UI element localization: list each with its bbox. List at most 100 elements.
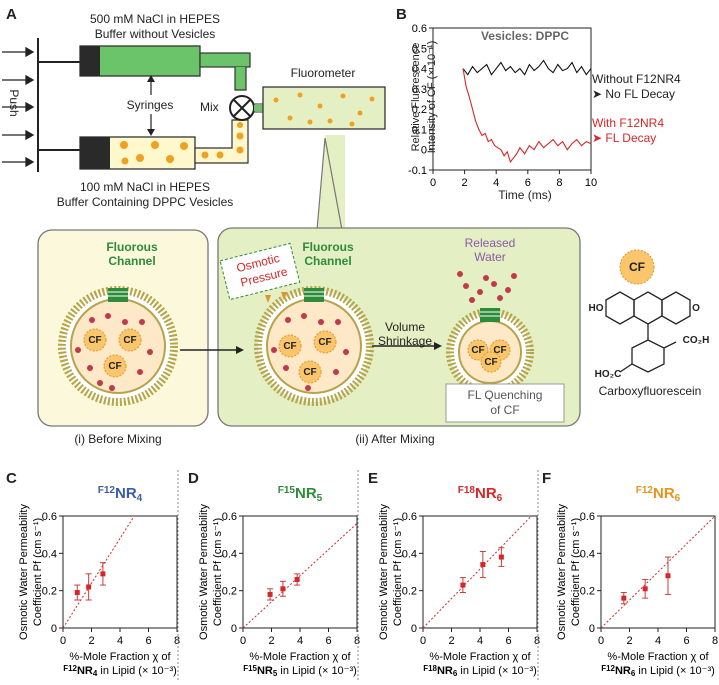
fl-quench-1: FL Quenching (467, 388, 543, 402)
x-axis-label: %-Mole Fraction χ of (607, 651, 709, 663)
push-label: Push (7, 89, 21, 117)
y-tick-label: 0.1 (412, 124, 427, 136)
fit-line (242, 523, 358, 629)
bottom-syringe (79, 119, 249, 170)
vesicle-before (58, 286, 178, 406)
x-axis-label: F12NR4 in Lipid (× 10⁻³) (63, 664, 177, 678)
data-point (498, 554, 504, 560)
before-mixing-label: (i) Before Mixing (74, 432, 162, 446)
y-tick-label: 0.4 (222, 548, 237, 560)
y-tick-label: 0.2 (580, 586, 595, 598)
panel-c-label: C (6, 470, 17, 487)
data-point (621, 595, 627, 601)
o-label: O (692, 303, 700, 314)
y-tick-label: 0.6 (42, 511, 57, 523)
vesicle-after (254, 286, 374, 406)
chart-b-ylabel-1: Relative Fluorescence (410, 42, 422, 152)
x-tick-label: 0 (430, 177, 436, 189)
plot-frame (432, 27, 592, 171)
bottom-syringe-label-2: Buffer Containing DPPC Vesicles (56, 195, 234, 209)
fit-line (62, 515, 135, 629)
fluorous-channel-1b: Channel (108, 254, 156, 268)
y-tick-label: 0.2 (402, 586, 417, 598)
legend-with-1: With F12NR4 (592, 116, 665, 130)
vesicle-shrunk (446, 308, 534, 396)
y-tick-label: 0.6 (402, 511, 417, 523)
x-tick-label: 2 (448, 635, 454, 647)
x-tick-label: 8 (534, 635, 540, 647)
x-tick-label: 4 (297, 635, 303, 647)
y-tick-label: 0.4 (402, 548, 417, 560)
x-tick-label: 2 (626, 635, 632, 647)
y-axis-label: Coefficient Pf (cm s⁻¹) (392, 518, 404, 626)
y-axis-label: Coefficient Pf (cm s⁻¹) (212, 518, 224, 626)
mix-label: Mix (200, 100, 219, 114)
y-axis-label: Osmotic Water Permeability (378, 504, 390, 640)
y-tick-label: 0 (231, 623, 237, 635)
panel-f-label: F (542, 470, 552, 487)
y-tick-label: 0.3 (412, 84, 427, 96)
data-point (460, 582, 466, 588)
x-tick-label: 8 (174, 635, 180, 647)
co2h-label: CO₂H (682, 335, 710, 346)
y-tick-label: 0.6 (222, 511, 237, 523)
fluorous-channel-2b: Channel (304, 254, 352, 268)
x-tick-label: 8 (556, 177, 562, 189)
y-tick-label: 0.4 (412, 64, 427, 76)
chart-title: F12NR4 (98, 485, 143, 504)
fluorometer-cell (262, 86, 386, 130)
chart-title: F18NR6 (458, 485, 503, 504)
syringes-label: Syringes (110, 98, 190, 112)
top-syringe-label-2: Buffer without Vesicles (94, 27, 216, 41)
x-tick-label: 8 (354, 635, 360, 647)
x-tick-label: 4 (493, 177, 499, 189)
data-point (86, 584, 92, 590)
x-tick-label: 6 (505, 635, 511, 647)
legend-without-1: Without F12NR4 (592, 72, 681, 86)
y-tick-label: 0.6 (412, 23, 427, 35)
released-1: Released (464, 236, 516, 250)
x-tick-label: 2 (462, 177, 468, 189)
x-tick-label: 2 (88, 635, 94, 647)
cf-1c: CF (108, 361, 122, 372)
fit-line (422, 515, 532, 629)
fluorous-channel-2a: Fluorous (302, 240, 354, 254)
y-tick-label: 0.4 (580, 548, 595, 560)
volume-2: Shrinkage (377, 334, 433, 348)
x-tick-label: 6 (525, 177, 531, 189)
top-syringe-label-1: 500 mM NaCl in HEPES (89, 12, 221, 26)
data-point (280, 586, 286, 592)
plot-frame (600, 515, 716, 629)
x-tick-label: 6 (145, 635, 151, 647)
chart-title: F15NR5 (278, 485, 323, 504)
released-water (457, 271, 517, 303)
cf-2a: CF (283, 341, 297, 352)
x-axis-label: F12NR6 in Lipid (× 10⁻³) (601, 664, 715, 678)
chart-b-xlabel: Time (ms) (498, 188, 552, 202)
y-tick-label: 0 (411, 623, 417, 635)
data-point (74, 590, 80, 596)
y-axis-label: Coefficient Pf (cm s⁻¹) (32, 518, 44, 626)
push-arrows (2, 46, 35, 168)
x-axis-label: %-Mole Fraction χ of (69, 651, 171, 663)
data-point (665, 573, 671, 579)
x-tick-label: 4 (117, 635, 123, 647)
x-tick-label: 2 (268, 635, 274, 647)
y-tick-label: -0.1 (408, 165, 427, 177)
y-tick-label: 0.6 (580, 511, 595, 523)
plot-frame (242, 515, 358, 629)
fl-quench-2: of CF (490, 403, 520, 417)
after-mixing-label: (ii) After Mixing (355, 432, 435, 446)
y-tick-label: 0.4 (42, 548, 57, 560)
osmotic-pressure-box (219, 242, 301, 301)
x-tick-label: 4 (477, 635, 483, 647)
plot-frame (62, 515, 178, 629)
y-tick-label: 0.5 (412, 43, 427, 55)
x-tick-label: 0 (598, 635, 604, 647)
x-tick-label: 0 (240, 635, 246, 647)
chart-b-title: Vesicles: DPPC (480, 29, 570, 43)
permeability-charts: F12NR4 0 0.2 0.4 0.6 0 2 4 6 8 Osmotic Water Perme… (18, 470, 718, 680)
cf-3c: CF (484, 357, 498, 368)
top-syringe (79, 45, 251, 91)
